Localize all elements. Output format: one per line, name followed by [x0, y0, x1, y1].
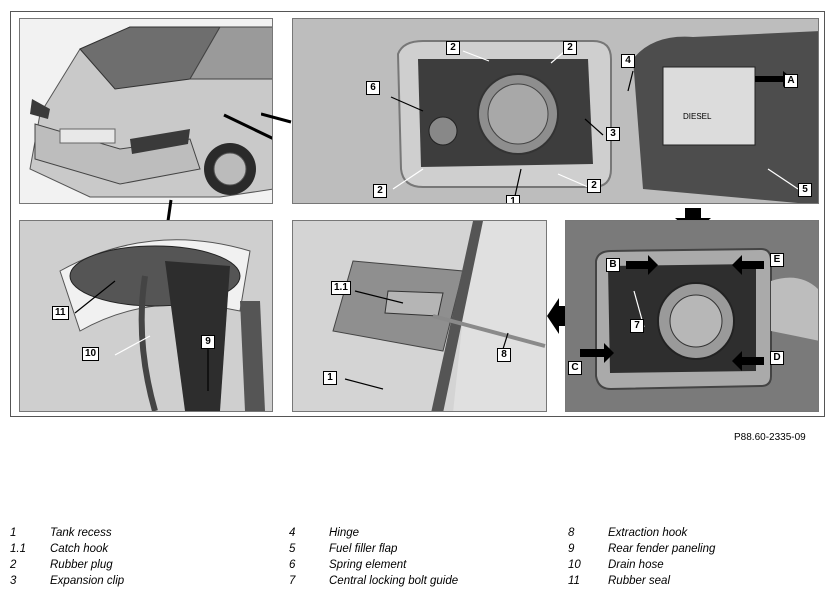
- figure-reference: P88.60-2335-09: [734, 432, 806, 443]
- legend-number: 6: [289, 559, 296, 571]
- catch-hook-illustration: [293, 221, 546, 411]
- callout-2-top-right: 2: [563, 41, 577, 55]
- fuel-recess-panel: DIESEL 2 2 6 4 A 3 2 2 1 5: [292, 18, 819, 204]
- callout-4: 4: [621, 54, 635, 68]
- marker-d: D: [770, 351, 784, 365]
- callout-10: 10: [82, 347, 100, 361]
- legend-number: 8: [568, 527, 575, 539]
- legend-text: Fuel filler flap: [329, 543, 398, 555]
- legend-text: Extraction hook: [608, 527, 688, 539]
- fuel-recess-illustration: DIESEL: [293, 19, 818, 203]
- legend-number: 1.1: [10, 543, 26, 555]
- callout-9: 9: [201, 335, 215, 349]
- bolt-guide-illustration: [566, 221, 818, 411]
- callout-8: 8: [497, 348, 511, 362]
- car-overview-panel: [19, 18, 273, 204]
- marker-a: A: [784, 74, 798, 88]
- legend-text: Rubber plug: [50, 559, 113, 571]
- callout-1-1: 1.1: [331, 281, 351, 295]
- callout-5: 5: [798, 183, 812, 197]
- legend-text: Catch hook: [50, 543, 109, 555]
- legend-number: 2: [10, 559, 17, 571]
- marker-c: C: [568, 361, 582, 375]
- callout-2-bottom-left: 2: [373, 184, 387, 198]
- legend-number: 10: [568, 559, 581, 571]
- legend-text: Rear fender paneling: [608, 543, 716, 555]
- legend-number: 9: [568, 543, 575, 555]
- callout-11: 11: [52, 306, 69, 320]
- marker-e: E: [770, 253, 784, 267]
- drain-hose-panel: 11 10 9: [19, 220, 273, 412]
- legend-number: 3: [10, 575, 17, 587]
- legend-text: Spring element: [329, 559, 407, 571]
- legend-text: Drain hose: [608, 559, 664, 571]
- catch-hook-panel: 1.1 8 1: [292, 220, 547, 412]
- legend-text: Tank recess: [50, 527, 112, 539]
- legend-number: 7: [289, 575, 296, 587]
- legend-text: Rubber seal: [608, 575, 671, 587]
- callout-1-lower: 1: [323, 371, 337, 385]
- legend-text: Central locking bolt guide: [329, 575, 459, 587]
- callout-2-bottom-right: 2: [587, 179, 601, 193]
- callout-6: 6: [366, 81, 380, 95]
- callout-1: 1: [506, 195, 520, 203]
- callout-2-top-left: 2: [446, 41, 460, 55]
- flap-label-text: DIESEL: [683, 112, 712, 121]
- callout-7: 7: [630, 319, 644, 333]
- callout-3: 3: [606, 127, 620, 141]
- legend-text: Expansion clip: [50, 575, 125, 587]
- zoom-connector-line: [261, 112, 292, 124]
- legend-number: 11: [568, 575, 580, 587]
- legend-number: 4: [289, 527, 296, 539]
- legend-number: 1: [10, 527, 17, 539]
- figure-frame: DIESEL 2 2 6 4 A 3 2 2 1 5: [10, 11, 825, 417]
- marker-b: B: [606, 258, 620, 272]
- legend-number: 5: [289, 543, 296, 555]
- car-illustration: [29, 26, 272, 198]
- legend-text: Hinge: [329, 527, 360, 539]
- bolt-guide-panel: B E 7 C D: [565, 220, 819, 412]
